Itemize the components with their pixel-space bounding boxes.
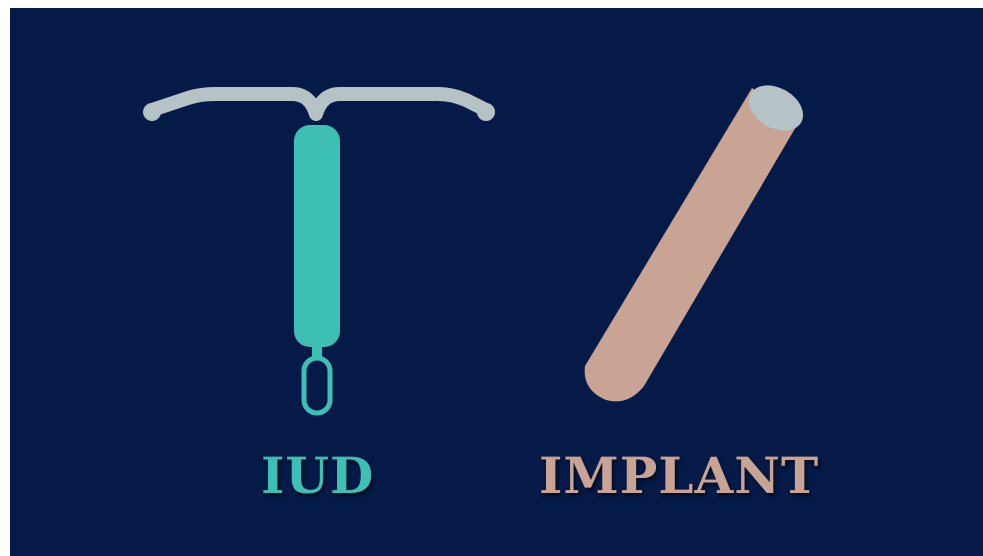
slide-panel: IUD IMPLANT xyxy=(10,8,983,556)
iud-label: IUD xyxy=(261,446,381,506)
iud-stem xyxy=(294,125,340,347)
iud-arms xyxy=(152,94,486,114)
implant-rod-body xyxy=(585,88,800,401)
iud-device-icon xyxy=(143,94,495,413)
implant-label: IMPLANT xyxy=(539,446,839,506)
iud-loop xyxy=(304,358,330,413)
implant-rod-icon xyxy=(585,76,811,401)
